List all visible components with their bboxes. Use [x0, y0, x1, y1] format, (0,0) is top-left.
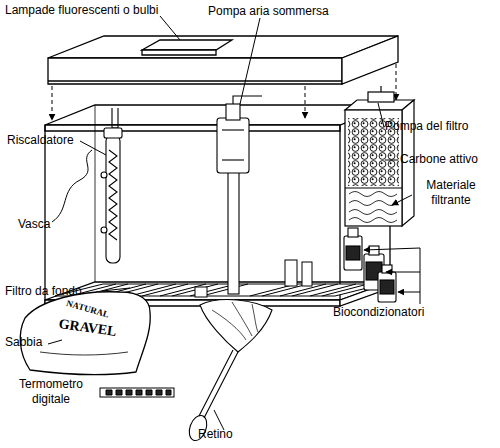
net-handle [199, 350, 238, 418]
bottle-label [380, 280, 394, 294]
hood [48, 36, 398, 84]
filter-cup [195, 287, 207, 297]
thermometer-strip [100, 388, 174, 397]
bottle [344, 236, 362, 270]
lamp-housing [142, 40, 232, 50]
leader-line [378, 103, 384, 127]
part-label: Pompa aria sommersa [208, 4, 358, 19]
assembly-arrows [52, 64, 396, 120]
suction-cup [101, 172, 107, 178]
heater [101, 108, 122, 263]
conditioner-bottles [344, 228, 396, 302]
pump-detail [222, 159, 244, 160]
bottle [378, 272, 396, 302]
part-label: Lampade fluorescenti o bulbi [5, 3, 170, 18]
lamp-housing-front [142, 50, 216, 55]
bottle-cap [369, 246, 379, 255]
filter-media [349, 192, 397, 223]
pump-cable [233, 96, 262, 104]
filter-divider [345, 187, 402, 188]
fish-net [186, 300, 272, 443]
net-folds [212, 302, 258, 340]
pump-nozzle [226, 104, 240, 120]
pump-detail [222, 129, 244, 130]
leader-line [48, 340, 62, 344]
assembly-arrow [52, 86, 53, 120]
filter-pump [368, 92, 394, 102]
part-label: Riscaldatore [7, 133, 97, 148]
filter-cup [285, 260, 297, 286]
digital-thermometer [100, 388, 174, 397]
leader-line [240, 18, 260, 104]
heater-clip [112, 108, 118, 128]
part-label: Biocondizionatori [333, 305, 473, 320]
part-label: Sabbia [5, 335, 65, 350]
filter-pump-shaft [380, 86, 381, 92]
leader-line [364, 248, 420, 250]
net-bag [200, 300, 272, 352]
gravel-bag [20, 292, 150, 375]
leader-line [385, 160, 398, 161]
gravel-bag-fold [40, 352, 128, 355]
lift-tube [228, 170, 239, 294]
leader-line [102, 288, 130, 291]
air-pump [217, 96, 262, 294]
part-label: Termometro digitale [5, 377, 97, 407]
part-label: Materiale filtrante [410, 178, 492, 208]
part-label: Carbone attivo [400, 152, 500, 167]
hood-side [342, 36, 398, 84]
leader-line [420, 248, 421, 304]
leader-line [386, 272, 420, 273]
hood-top [48, 36, 398, 58]
leader-line [160, 16, 180, 40]
hood-front [48, 58, 342, 84]
heater-cap [104, 128, 122, 138]
leader-lines [48, 16, 420, 430]
package-text: GRAVEL [58, 316, 139, 343]
leader-line [398, 292, 420, 293]
heater-tube [106, 135, 120, 263]
assembly-arrow [305, 86, 306, 118]
assembly-arrow [396, 64, 397, 100]
bottle-cap [348, 228, 358, 237]
filter-cup [302, 262, 312, 286]
suction-cup [101, 227, 107, 233]
leader-line [80, 141, 106, 155]
bottle-label [346, 246, 360, 260]
tank-edge [95, 105, 96, 282]
tank-edge [44, 125, 45, 306]
part-label: Pompa del filtro [385, 119, 497, 134]
tank [45, 105, 390, 306]
leader-line [392, 195, 412, 205]
thermometer-segments [106, 390, 171, 395]
tank-rim-front [45, 125, 340, 131]
part-label: Vasca [18, 217, 78, 232]
hood-edge [48, 80, 342, 81]
heater-coil [109, 150, 117, 240]
leader-line [52, 150, 92, 222]
tank-edge [339, 125, 340, 306]
part-label: Retino [198, 427, 258, 442]
part-label: Filtro da fondo [5, 284, 115, 299]
pump-body [217, 118, 249, 173]
